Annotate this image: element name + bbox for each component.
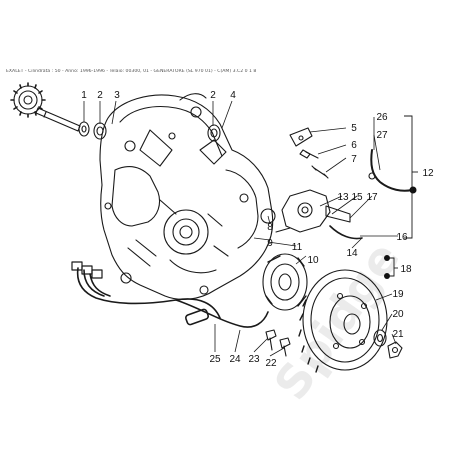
- callout-20: 20: [392, 309, 404, 320]
- callout-4: 4: [230, 90, 236, 101]
- callout-13: 13: [337, 192, 349, 203]
- pickup-assembly-part: [275, 189, 363, 240]
- callout-3: 3: [114, 90, 120, 101]
- callout-11: 11: [292, 242, 303, 253]
- callout-12: 12: [422, 168, 434, 179]
- callout-19: 19: [392, 289, 404, 300]
- callout-22: 22: [265, 358, 277, 369]
- diagram-header: EXALET - Cilindrata : 50 - Anno: 1996-19…: [6, 69, 257, 74]
- callout-18: 18: [400, 264, 412, 275]
- callout-2b: 2: [210, 90, 216, 101]
- wiring-harness-part: [76, 267, 269, 328]
- group-brackets: [389, 115, 418, 277]
- callout-27: 27: [376, 130, 388, 141]
- callout-1: 1: [81, 90, 87, 101]
- callout-2: 2: [97, 90, 103, 101]
- marker-dots: [384, 186, 417, 279]
- callout-9: 9: [267, 238, 273, 249]
- callout-7: 7: [351, 154, 357, 165]
- callout-10: 10: [307, 255, 319, 266]
- washer-nut-parts: [373, 329, 403, 359]
- seal-part: [207, 124, 221, 142]
- cable-end: [368, 172, 376, 180]
- callout-23: 23: [248, 354, 260, 365]
- callout-14: 14: [346, 248, 358, 259]
- callout-8: 8: [267, 222, 273, 233]
- callout-17: 17: [366, 192, 378, 203]
- callout-5: 5: [351, 123, 357, 134]
- callout-26: 26: [376, 112, 388, 123]
- callout-15: 15: [351, 192, 363, 203]
- leader-lines: [83, 100, 398, 357]
- screw-parts: [265, 329, 291, 357]
- terminal-connectors: [71, 261, 103, 279]
- callout-25: 25: [209, 354, 221, 365]
- callout-21: 21: [392, 329, 404, 340]
- gear-part: [10, 82, 81, 132]
- o-ring-part: [260, 208, 276, 224]
- flywheel-part: [298, 269, 388, 373]
- callout-16: 16: [396, 232, 408, 243]
- bracket-part: [289, 127, 329, 179]
- callout-6: 6: [351, 140, 357, 151]
- cable-part: [370, 149, 413, 192]
- crankcase-part: [99, 93, 274, 300]
- callout-24: 24: [229, 354, 241, 365]
- stator-part: [262, 253, 308, 311]
